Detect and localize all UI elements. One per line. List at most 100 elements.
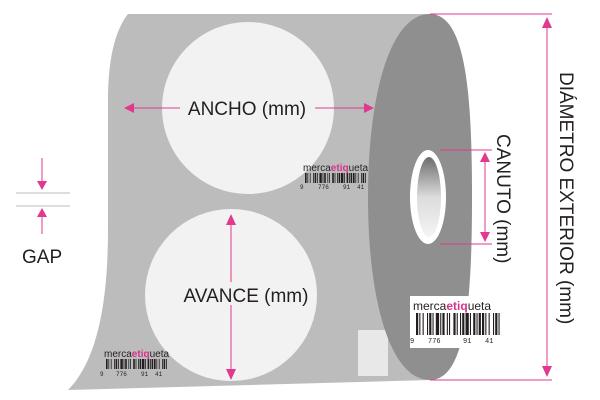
barcode-digit: 776 [428, 338, 441, 346]
barcode-digit: 91 [463, 338, 471, 346]
barcode-bar [130, 359, 131, 369]
barcode-bar [346, 173, 349, 183]
barcode-bar [498, 313, 500, 335]
svg-text:mercaetiqueta: mercaetiqueta [303, 163, 368, 174]
barcode-bar [422, 313, 424, 335]
barcode-bar [307, 173, 309, 183]
barcode-bar [108, 359, 110, 369]
barcode-bar [314, 173, 317, 183]
barcode-bar [166, 359, 167, 369]
barcode-bar [416, 313, 419, 335]
barcode-bar [332, 173, 334, 183]
barcode-bar [147, 359, 150, 369]
barcode-bar [138, 359, 139, 369]
outer-diameter-dimension [430, 13, 552, 381]
roll-inner-shadow [358, 330, 388, 376]
barcode-bar [495, 313, 498, 335]
barcode-bar [322, 173, 324, 183]
barcode-bar [145, 359, 146, 369]
barcode-bar [120, 359, 123, 369]
barcode-bar [488, 313, 490, 335]
width-dimension [124, 103, 374, 113]
arrow-down-icon [542, 366, 552, 377]
label-top [162, 22, 334, 194]
barcode-bar [440, 313, 442, 335]
barcode-bar [163, 359, 166, 369]
barcode-digit: 9 [300, 184, 304, 191]
core-label: CANUTO (mm) [492, 134, 513, 263]
advance-dimension [226, 214, 236, 380]
barcode-bar [449, 313, 451, 335]
barcode-digit: 41 [485, 338, 493, 346]
barcode-bar [341, 173, 344, 183]
barcode-bar [154, 359, 156, 369]
barcode-bar [114, 359, 115, 369]
arrow-down-icon [480, 232, 490, 242]
barcode-bar [485, 313, 487, 335]
barcode-bar [469, 313, 471, 335]
barcode-bar [456, 313, 458, 335]
barcode-bar [350, 173, 353, 183]
barcode-digit: 776 [318, 184, 329, 191]
brand-badge-roll: mercaetiqueta 9 776 91 41 [410, 296, 506, 348]
core-dimension [440, 149, 492, 245]
barcode-bar [151, 359, 154, 369]
barcode-bar [338, 173, 341, 183]
barcode-bar [365, 173, 366, 183]
barcode-bar [465, 313, 469, 335]
arrow-up-icon [37, 208, 47, 217]
barcode-web [305, 173, 366, 183]
barcode-bar [156, 359, 158, 369]
barcode-bar [110, 359, 112, 369]
barcode-bar [142, 359, 145, 369]
barcode-bar [355, 173, 357, 183]
arrow-down-icon [37, 181, 47, 190]
barcode-bar [135, 359, 137, 369]
barcode-bar [429, 313, 432, 335]
gap-dimension [16, 158, 70, 234]
barcode-bar [453, 313, 456, 335]
barcode-bar [419, 313, 421, 335]
barcode-bar [305, 173, 307, 183]
arrow-up-icon [226, 214, 236, 225]
core-inner [417, 157, 441, 237]
barcode-bar [357, 173, 359, 183]
barcode-bar [162, 359, 163, 369]
barcode-bottom [106, 359, 167, 369]
barcode-digit: 41 [357, 184, 365, 191]
barcode-roll [416, 313, 500, 335]
barcode-bar [327, 173, 329, 183]
barcode-bar [115, 359, 118, 369]
barcode-digit: 91 [343, 184, 351, 191]
barcode-bar [473, 313, 476, 335]
svg-text:mercaetiqueta: mercaetiqueta [413, 299, 491, 313]
barcode-bar [432, 313, 434, 335]
core [410, 150, 446, 244]
barcode-bar [362, 173, 365, 183]
barcode-bar [344, 173, 345, 183]
barcode-bar [334, 173, 336, 183]
barcode-bar [133, 359, 135, 369]
barcode-digit: 91 [141, 371, 149, 378]
barcode-bar [150, 359, 151, 369]
barcode-bar [125, 359, 127, 369]
barcode-bar [349, 173, 350, 183]
outer-diameter-label: DIÁMETRO EXTERIOR (mm) [555, 72, 576, 324]
barcode-bar [128, 359, 130, 369]
arrow-left-icon [124, 103, 134, 113]
barcode-bar [460, 313, 462, 335]
brand-badge-web: mercaetiqueta 9 776 91 41 [300, 163, 368, 191]
barcode-bar [435, 313, 440, 335]
barcode-bar [493, 313, 495, 335]
arrow-right-icon [364, 103, 374, 113]
brand-badge-box [410, 296, 506, 348]
barcode-bar [139, 359, 142, 369]
barcode-bar [353, 173, 355, 183]
svg-text:mercaetiqueta: mercaetiqueta [104, 349, 169, 360]
barcode-bar [313, 173, 314, 183]
barcode-bar [319, 173, 322, 183]
barcode-bar [106, 359, 108, 369]
barcode-bar [442, 313, 445, 335]
barcode-bar [462, 313, 465, 335]
